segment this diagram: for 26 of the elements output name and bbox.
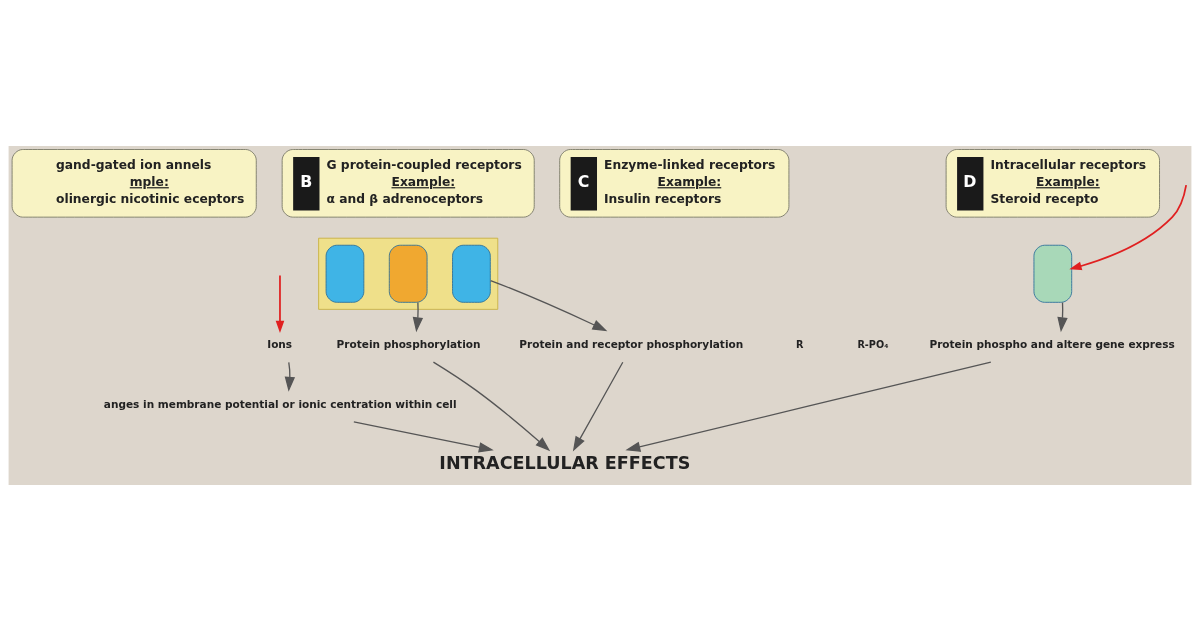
node-box bbox=[1033, 244, 1073, 303]
node-text: Ions bbox=[267, 337, 293, 350]
arrow bbox=[275, 274, 285, 333]
node-text: anges in membrane potential or ionic centration within cell bbox=[103, 397, 457, 410]
cluster bbox=[318, 237, 499, 310]
node-text: Protein phospho and altere gene express bbox=[929, 337, 1175, 350]
arrow bbox=[412, 301, 424, 332]
node-box: D Intracellular receptors Example: Steroid recepto bbox=[945, 148, 1160, 218]
arrow bbox=[432, 360, 551, 451]
node-text: Protein phosphorylation bbox=[336, 337, 481, 350]
node-box: gand-gated ion annels mple: olinergic nicotinic eceptors bbox=[11, 148, 257, 218]
node-box bbox=[452, 244, 491, 303]
label: R-PO₄ bbox=[857, 338, 889, 350]
arrow bbox=[489, 279, 608, 331]
node-text: INTRACELLULAR EFFECTS bbox=[439, 452, 691, 473]
node-box: C Enzyme-linked receptors Example: Insulin receptors bbox=[559, 148, 790, 218]
label: R bbox=[795, 338, 804, 350]
arrow bbox=[572, 361, 624, 451]
arrow bbox=[1069, 183, 1188, 270]
arrow bbox=[353, 420, 494, 452]
node-box bbox=[388, 244, 428, 303]
arrow bbox=[284, 361, 296, 392]
node-box bbox=[325, 244, 365, 303]
arrow bbox=[625, 360, 992, 452]
node-box: B G protein-coupled receptors Example: α and β adrenoceptors bbox=[281, 148, 535, 218]
node-text: Protein and receptor phosphorylation bbox=[519, 337, 744, 350]
